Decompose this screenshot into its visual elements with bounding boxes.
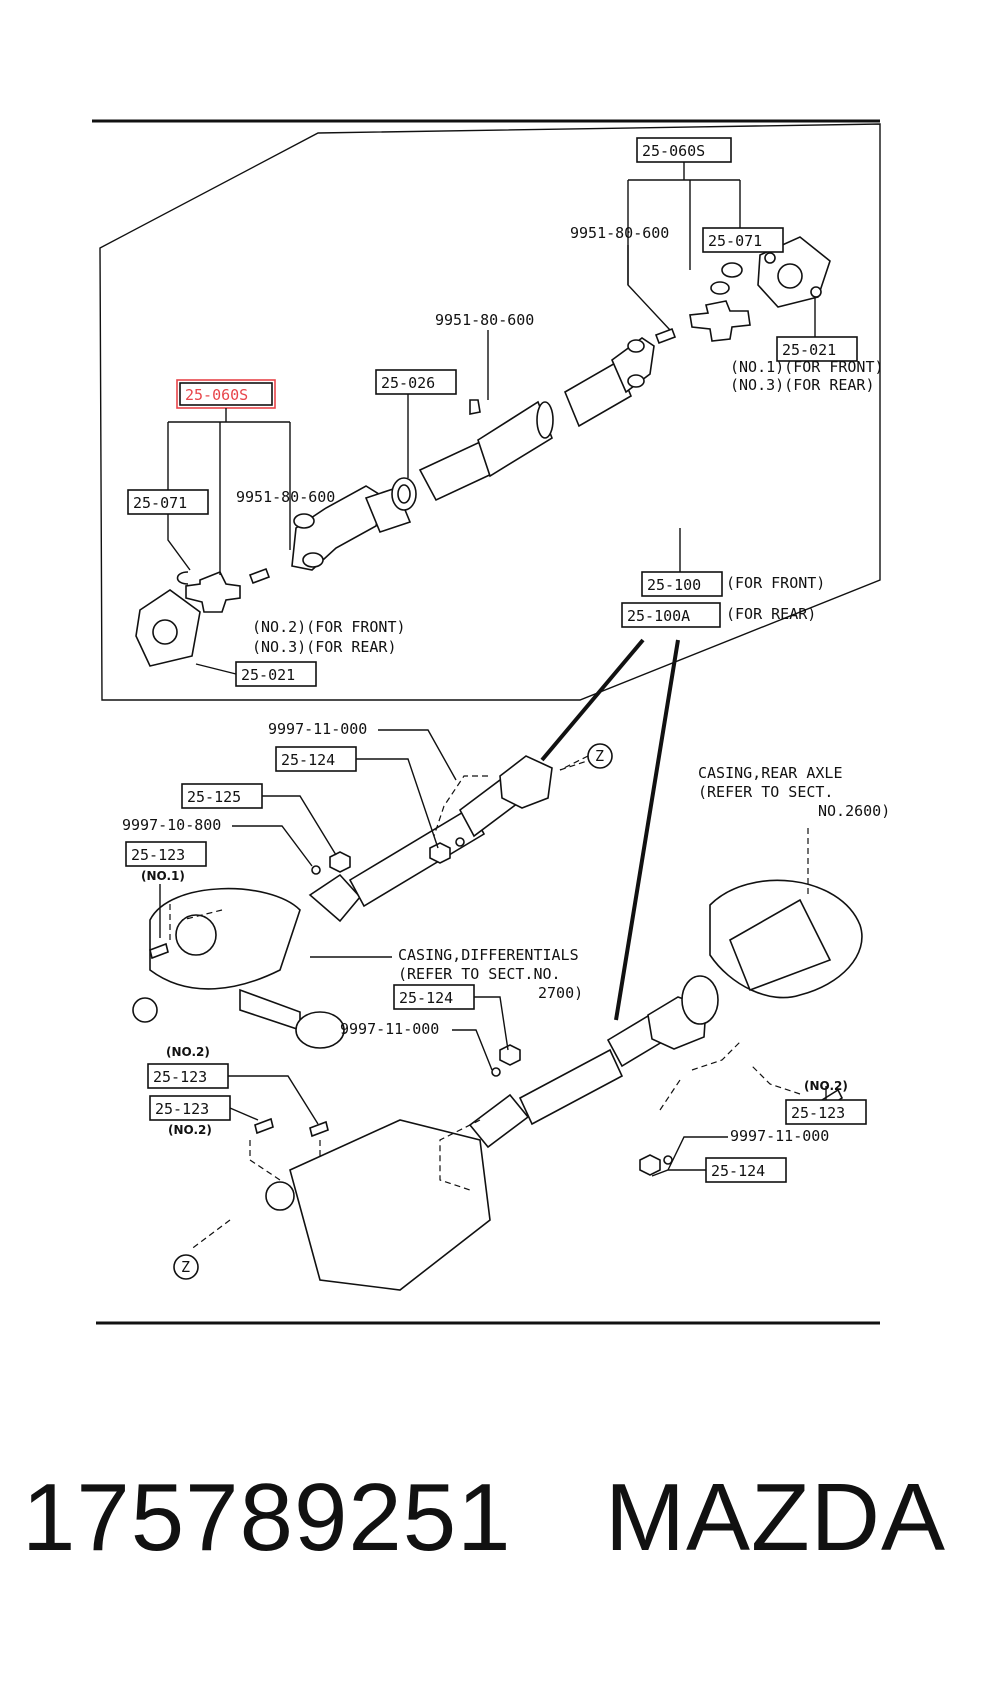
bolt-label-top-right: 9951-80-600 <box>570 224 669 242</box>
propeller-shaft-assembly <box>248 327 677 585</box>
nut-label-9997-10-800: 9997-10-800 <box>122 816 221 834</box>
callout-25-100a: 25-100A <box>627 607 690 625</box>
bolt-label-mid: 9951-80-600 <box>435 311 534 329</box>
front-universal-joint <box>135 570 241 667</box>
note-no1: (NO.1) <box>141 869 185 883</box>
note-no2-a: (NO.2) <box>166 1045 210 1059</box>
callout-25-123-c: 25-123 <box>155 1100 209 1118</box>
svg-text:Z: Z <box>595 747 604 765</box>
callout-25-124-a: 25-124 <box>281 751 335 769</box>
callout-25-071-left: 25-071 <box>133 494 187 512</box>
footer-part-number: 175789251 <box>22 1464 512 1571</box>
callout-25-123-b: 25-123 <box>153 1068 207 1086</box>
lower-assembly <box>132 755 863 1291</box>
callout-box-25-060s-top <box>636 137 732 163</box>
callout-25-124-b: 25-124 <box>399 989 453 1007</box>
note-for-rear: (FOR REAR) <box>726 605 816 623</box>
note-no3-rear-left: (NO.3)(FOR REAR) <box>252 638 397 656</box>
nut-label-a: 9997-11-000 <box>268 720 367 738</box>
nut-label-b: 9997-11-000 <box>340 1020 439 1038</box>
front-shaft-connector <box>540 638 645 762</box>
ref-z-bottom <box>173 1254 199 1280</box>
casing-diff-line3: 2700) <box>538 984 583 1002</box>
casing-rear-axle-line3: NO.2600) <box>818 802 890 820</box>
casing-diff-line2: (REFER TO SECT.NO. <box>398 965 561 983</box>
casing-diff-line1: CASING,DIFFERENTIALS <box>398 946 579 964</box>
note-no1-front: (NO.1)(FOR FRONT) <box>730 358 884 376</box>
nut-label-c: 9997-11-000 <box>730 1127 829 1145</box>
bolt-label-left: 9951-80-600 <box>236 488 335 506</box>
note-for-front: (FOR FRONT) <box>726 574 825 592</box>
note-no2-b: (NO.2) <box>168 1123 212 1137</box>
exploded-view-panel <box>99 123 881 701</box>
note-no3-rear-top: (NO.3)(FOR REAR) <box>730 376 875 394</box>
callout-25-123-d: 25-123 <box>791 1104 845 1122</box>
svg-text:Z: Z <box>181 1258 190 1276</box>
rear-shaft-connector <box>614 639 680 1021</box>
footer-brand: MAZDA <box>605 1464 946 1571</box>
rear-universal-joint <box>689 236 831 342</box>
callout-25-125: 25-125 <box>187 788 241 806</box>
casing-rear-axle-line2: (REFER TO SECT. <box>698 783 833 801</box>
callout-25-100: 25-100 <box>647 576 701 594</box>
callout-25-123-a: 25-123 <box>131 846 185 864</box>
callout-25-021-left: 25-021 <box>241 666 295 684</box>
callout-25-060s-left: 25-060S <box>185 386 248 404</box>
callout-25-021-top: 25-021 <box>782 341 836 359</box>
callout-25-026: 25-026 <box>381 374 435 392</box>
note-no2-front: (NO.2)(FOR FRONT) <box>252 618 406 636</box>
callout-25-124-c: 25-124 <box>711 1162 765 1180</box>
callout-25-071-top: 25-071 <box>708 232 762 250</box>
callout-25-060s-top: 25-060S <box>642 142 705 160</box>
casing-rear-axle-line1: CASING,REAR AXLE <box>698 764 843 782</box>
